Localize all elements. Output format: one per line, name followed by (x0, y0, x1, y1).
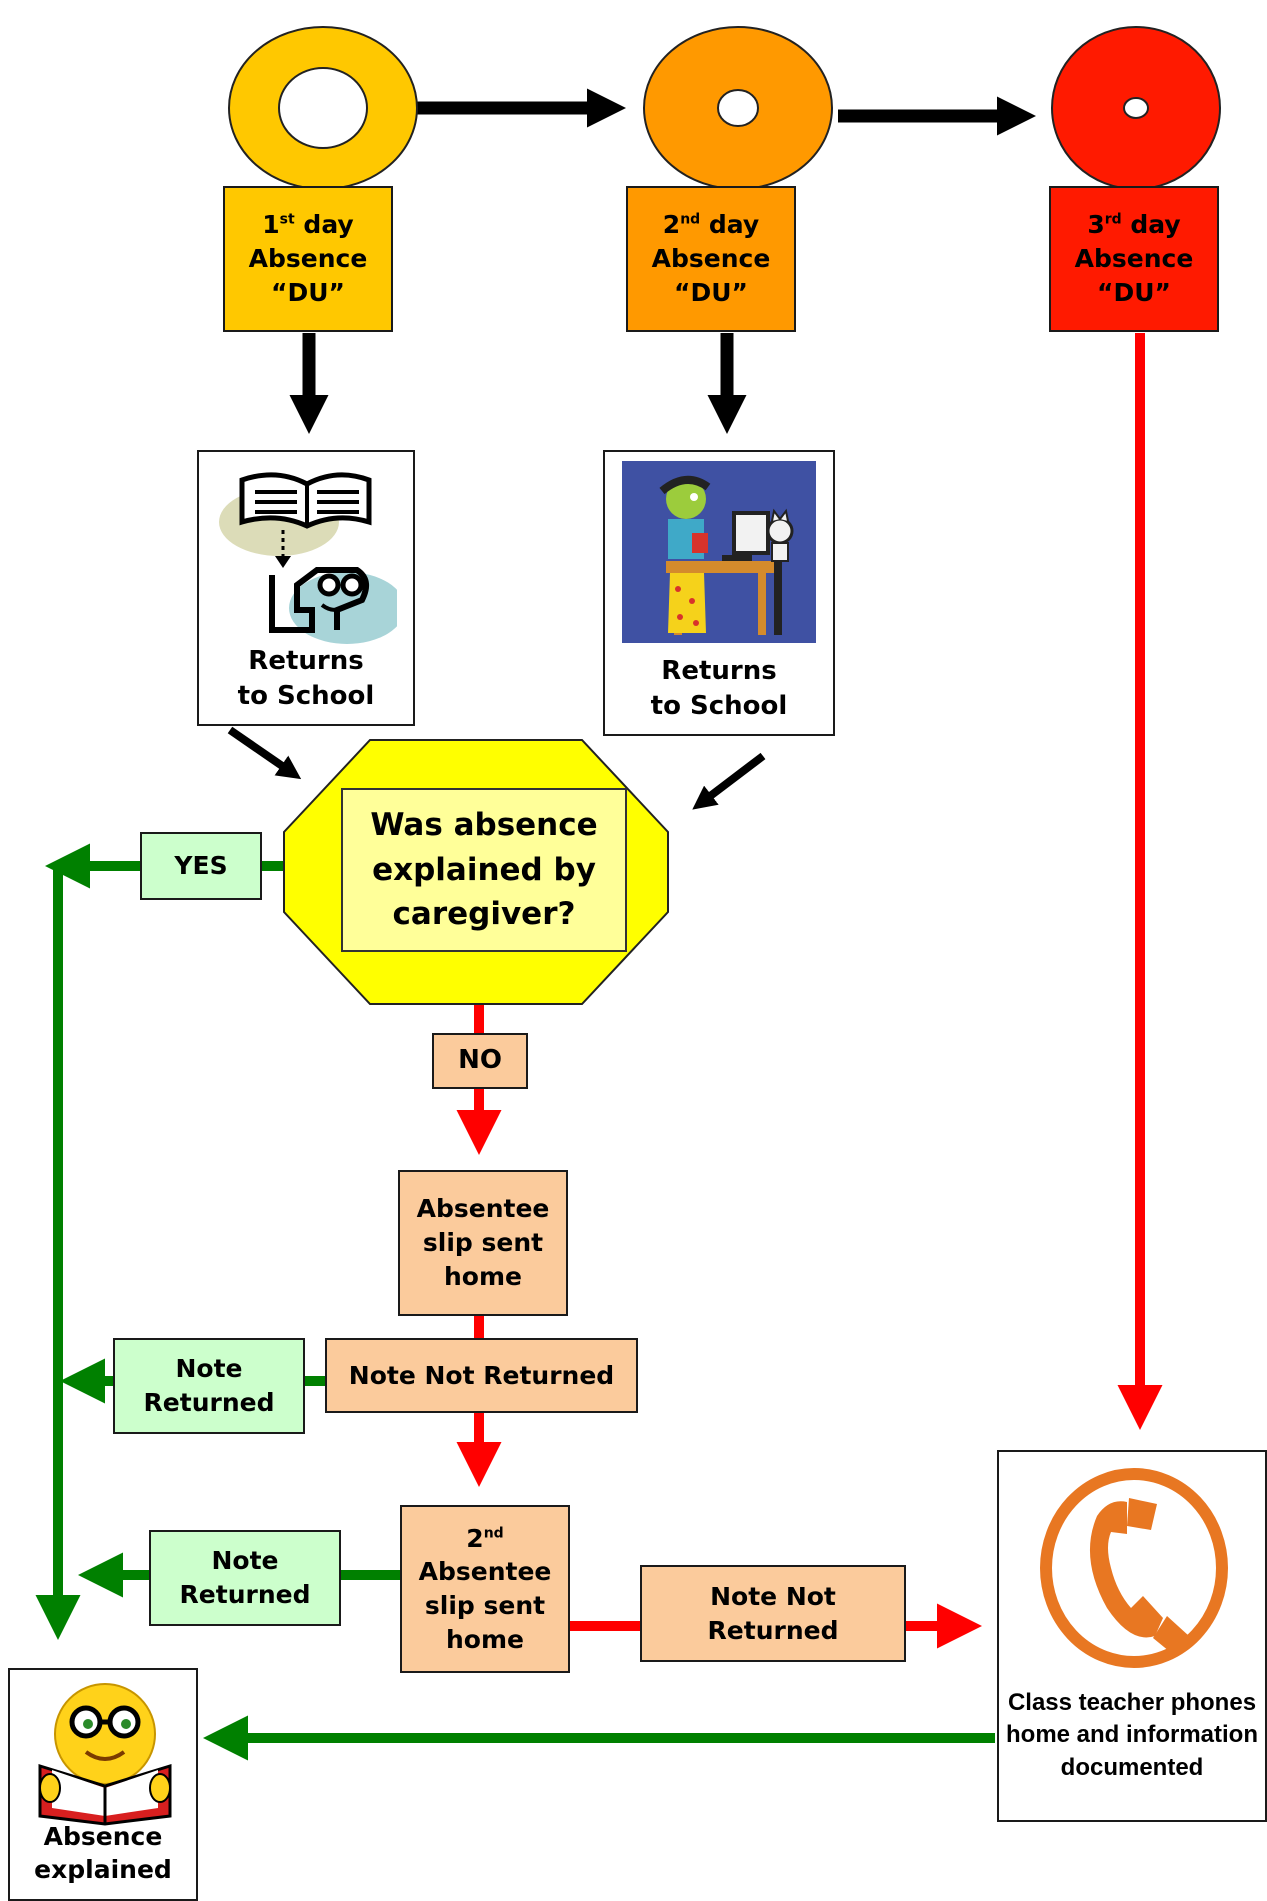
no-label: NO (432, 1033, 528, 1089)
arrow-returns1-to-question (227, 726, 302, 780)
absence-explained-box: Absence explained (8, 1668, 198, 1901)
returns-to-school-box-1: Returns to School (197, 450, 415, 726)
day3-circle (1051, 26, 1221, 190)
open-book-reader-clipart (219, 472, 397, 644)
day2-circle (643, 26, 833, 190)
arrow-returns2-to-question (692, 752, 766, 810)
question-box: Was absence explained by caregiver? (341, 788, 627, 952)
note-not-returned-1-box: Note Not Returned (325, 1338, 638, 1413)
day2-absence-box: 2nd day Absence “DU” (626, 186, 796, 332)
yes-label: YES (140, 832, 262, 900)
absentee-slip-2-box: 2nd Absentee slip sent home (400, 1505, 570, 1673)
day1-circle (228, 26, 418, 190)
note-returned-2-box: Note Returned (149, 1530, 341, 1626)
day1-absence-box: 1st day Absence “DU” (223, 186, 393, 332)
note-returned-1-box: Note Returned (113, 1338, 305, 1434)
returns-to-school-box-2: Returns to School (603, 450, 835, 736)
reading-smiley-icon (38, 1683, 172, 1826)
girl-at-computer-illustration (622, 461, 816, 643)
phone-home-box: Class teacher phones home and informatio… (997, 1450, 1267, 1822)
absentee-slip-1-box: Absentee slip sent home (398, 1170, 568, 1316)
telephone-icon (1040, 1468, 1228, 1668)
note-not-returned-2-box: Note Not Returned (640, 1565, 906, 1662)
day3-absence-box: 3rd day Absence “DU” (1049, 186, 1219, 332)
